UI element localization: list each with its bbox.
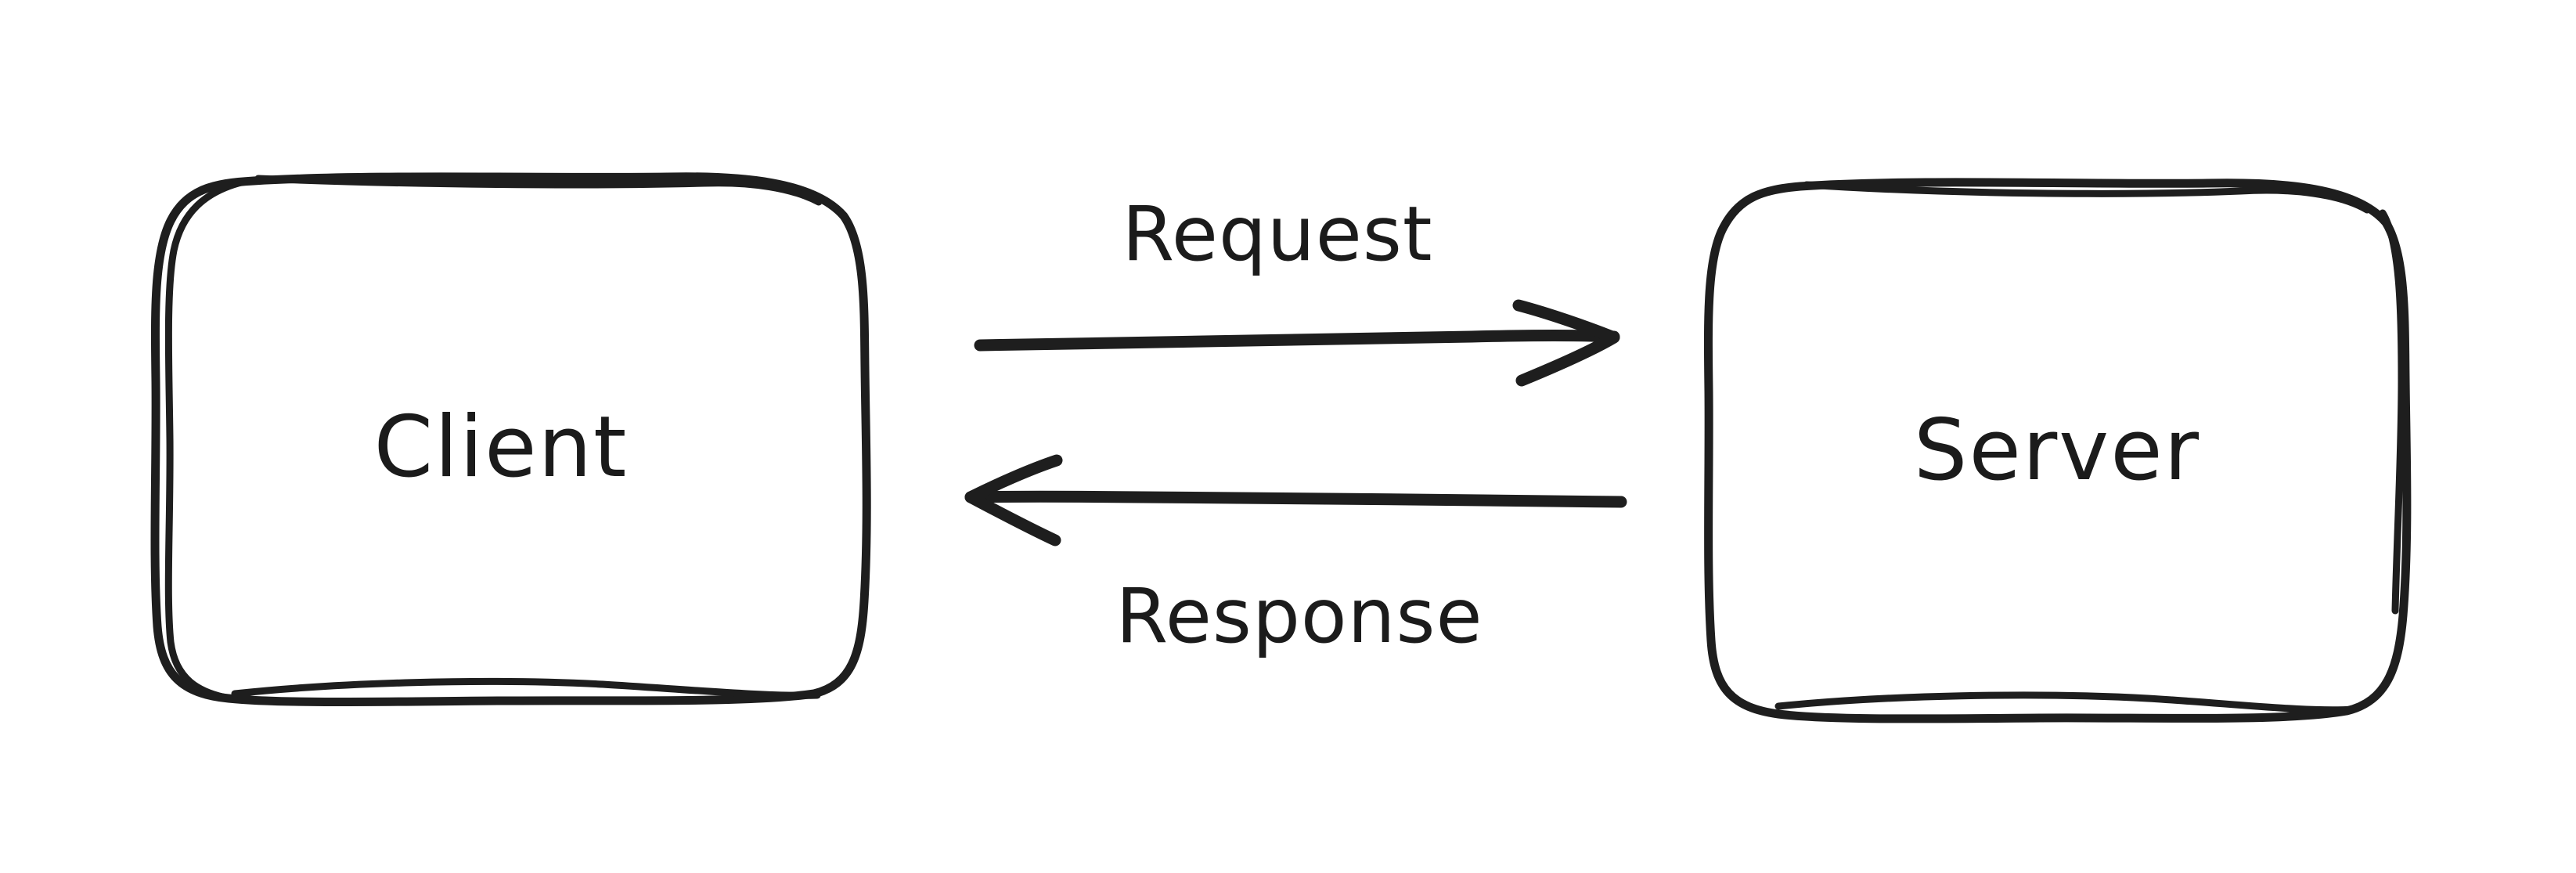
- node-client[interactable]: Client: [150, 172, 871, 706]
- request-arrow-shaft: [974, 330, 1620, 352]
- node-server[interactable]: Server: [1703, 178, 2412, 723]
- response-label: Response: [1115, 572, 1483, 660]
- server-label: Server: [1914, 402, 2200, 500]
- server-box-outline-secondary-top: [1803, 181, 2371, 214]
- edge-request[interactable]: Request: [974, 190, 1620, 387]
- server-box-outline-secondary-bottom: [1774, 691, 2357, 714]
- server-box-outline-secondary-right: [2379, 209, 2405, 615]
- client-box-outline: [150, 172, 871, 706]
- request-arrow-head: [1512, 299, 1620, 387]
- client-label: Client: [374, 399, 629, 496]
- client-box-outline-secondary-left: [164, 178, 248, 703]
- edge-response[interactable]: Response: [964, 454, 1627, 660]
- client-box-outline-secondary-bottom: [231, 677, 821, 699]
- server-box-outline: [1703, 178, 2412, 723]
- response-arrow-shaft: [964, 490, 1627, 508]
- client-box-outline-secondary: [254, 175, 823, 206]
- response-arrow-head: [964, 454, 1063, 547]
- request-label: Request: [1122, 190, 1433, 278]
